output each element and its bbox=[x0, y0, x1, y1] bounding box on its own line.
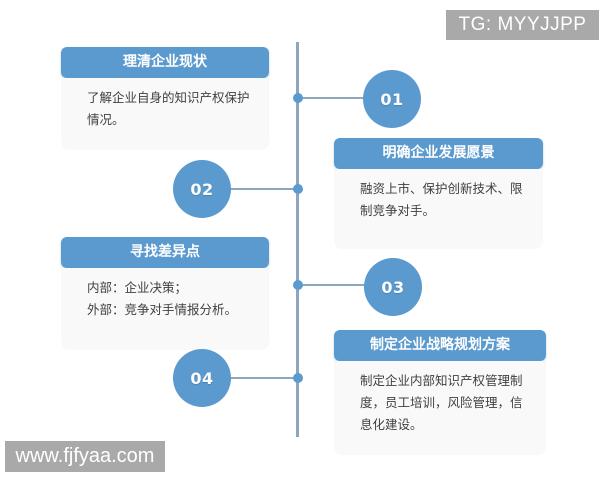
step-number-circle-02: 02 bbox=[173, 160, 231, 218]
connector-line-step2 bbox=[200, 188, 298, 190]
axis-dot-step4 bbox=[293, 373, 303, 383]
step-card-4: 制定企业战略规划方案 制定企业内部知识产权管理制度，员工培训，风险管理，信息化建… bbox=[334, 330, 546, 455]
step-card-3: 寻找差异点 内部：企业决策； 外部：竞争对手情报分析。 bbox=[61, 237, 269, 350]
step-3-description: 内部：企业决策； 外部：竞争对手情报分析。 bbox=[61, 268, 269, 350]
step-3-title: 寻找差异点 bbox=[61, 237, 269, 268]
timeline-axis bbox=[296, 42, 299, 437]
step-4-description: 制定企业内部知识产权管理制度，员工培训，风险管理，信息化建设。 bbox=[334, 361, 546, 455]
step-4-title: 制定企业战略规划方案 bbox=[334, 330, 546, 361]
bottom-left-watermark-url: www.fjfyaa.com bbox=[5, 441, 165, 472]
axis-dot-step3 bbox=[293, 280, 303, 290]
connector-line-step1 bbox=[298, 97, 368, 99]
top-right-watermark-tag: TG: MYYJJPP bbox=[446, 10, 599, 40]
step-number-circle-04: 04 bbox=[173, 349, 231, 407]
axis-dot-step1 bbox=[293, 93, 303, 103]
connector-line-step3 bbox=[298, 284, 368, 286]
step-card-1: 理清企业现状 了解企业自身的知识产权保护情况。 bbox=[61, 47, 269, 150]
step-card-2: 明确企业发展愿景 融资上市、保护创新技术、限制竞争对手。 bbox=[334, 138, 543, 249]
step-number-circle-01: 01 bbox=[363, 70, 421, 128]
step-2-description: 融资上市、保护创新技术、限制竞争对手。 bbox=[334, 169, 543, 249]
connector-line-step4 bbox=[200, 377, 298, 379]
axis-dot-step2 bbox=[293, 184, 303, 194]
step-1-description: 了解企业自身的知识产权保护情况。 bbox=[61, 78, 269, 150]
step-number-circle-03: 03 bbox=[364, 258, 422, 316]
step-1-title: 理清企业现状 bbox=[61, 47, 269, 78]
step-2-title: 明确企业发展愿景 bbox=[334, 138, 543, 169]
